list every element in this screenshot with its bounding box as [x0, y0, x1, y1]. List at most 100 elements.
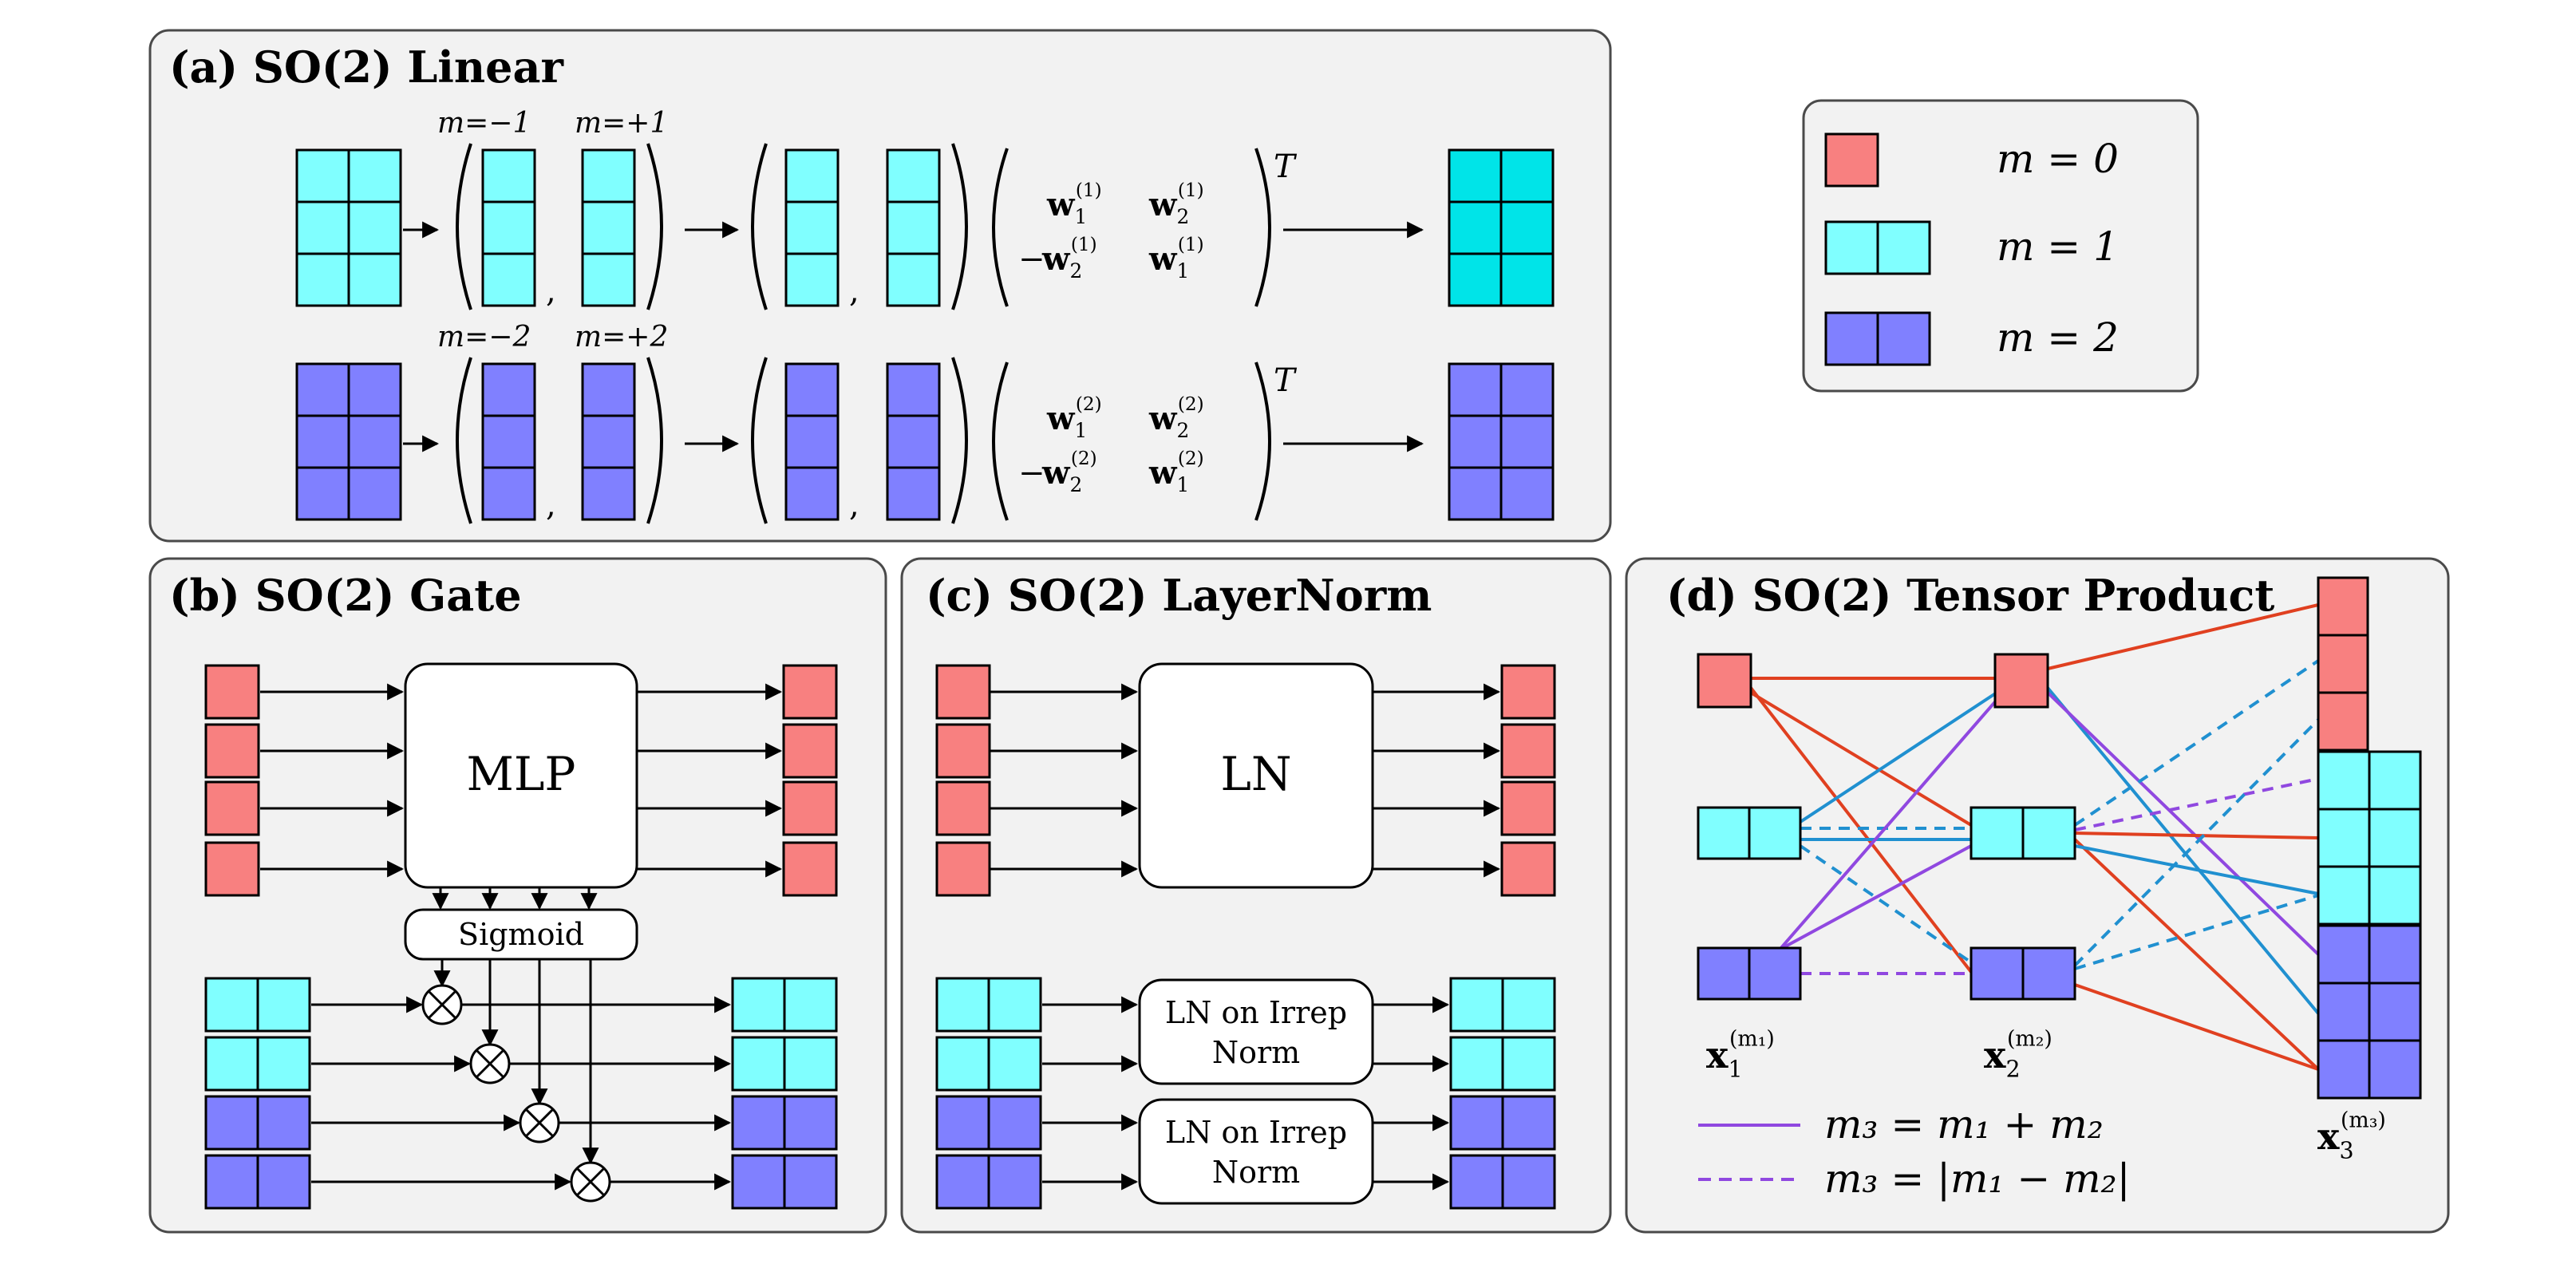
input-feature-block-cell: [347, 414, 402, 469]
w2-bottom-left-sup: (1): [1071, 234, 1097, 255]
scalar-input-2-cell: [204, 780, 260, 836]
irrep-input-2: [935, 1095, 1042, 1151]
output-feature-block-cell: [1448, 362, 1503, 417]
input-feature-block: [295, 362, 402, 521]
path-x2m2-x3m0: [2073, 718, 2320, 967]
x3-m1-cell: [2368, 808, 2422, 868]
left-parenthesis: [456, 143, 472, 310]
irrep-input-0-cell: [987, 977, 1042, 1033]
m-positive-column-cell: [581, 200, 636, 255]
irrep-output-2-cell: [783, 1095, 838, 1151]
right-parenthesis: [1254, 361, 1271, 521]
x3-m2-cell: [2368, 1039, 2422, 1100]
w2-bottom-left-sup: (2): [1071, 448, 1097, 469]
legend-item-2: m = 2: [1824, 311, 2119, 366]
right-parenthesis: [951, 357, 968, 524]
scalar-output-3-cell: [782, 841, 838, 897]
irrep-input-1-cell: [935, 1036, 990, 1092]
irrep-output-1: [731, 1036, 838, 1092]
irrep-input-0-cell: [256, 977, 311, 1033]
w1-top-left-sup: (2): [1076, 393, 1102, 415]
x3-m0-cell: [2317, 691, 2369, 752]
input-feature-block: [295, 148, 402, 307]
scalar-output-2-cell: [1500, 780, 1556, 836]
left-parenthesis: [992, 148, 1009, 307]
path-x2m1-x3m0: [2073, 659, 2320, 827]
w1-top-left: w1(2): [1046, 393, 1102, 442]
scalar-output-1-cell: [1500, 723, 1556, 779]
irrep-input-0-cell: [204, 977, 259, 1033]
path-x1m0-x2m1: [1749, 691, 1981, 831]
scalar-input-3-cell: [204, 841, 260, 897]
input-feature-block-cell: [347, 252, 402, 307]
rotated-m-negative-column-cell: [784, 362, 840, 417]
w1-top-left: w1(1): [1046, 180, 1102, 228]
scalar-output-3: [1500, 841, 1556, 897]
scalar-output-2: [782, 780, 838, 836]
irrep-output-1-cell: [1449, 1036, 1504, 1092]
x1-m1: [1697, 806, 1802, 860]
x1-m0-cell: [1697, 653, 1752, 709]
scalar-input-0: [204, 664, 260, 720]
legend-swatch: [1824, 220, 1931, 275]
legend-swatch: [1824, 311, 1931, 366]
irrep-output-2-cell: [731, 1095, 786, 1151]
irrep-output-1: [1449, 1036, 1556, 1092]
irrep-output-1-cell: [1501, 1036, 1556, 1092]
m-negative-column-cell: [481, 466, 536, 521]
w2-top-right-sup: (1): [1178, 180, 1204, 201]
scalar-input-0: [935, 664, 991, 720]
m-positive-column-cell: [581, 466, 636, 521]
irrep-input-3-cell: [256, 1154, 311, 1210]
m-positive-column-cell: [581, 414, 636, 469]
x3-label: x3(m₃): [2317, 1108, 2386, 1163]
legend-label: m = 2: [1997, 314, 2119, 361]
path-x2m1-x3m1-sum: [2074, 831, 2319, 839]
x3-m1: [2317, 750, 2422, 926]
x3-m1-cell: [2368, 750, 2422, 811]
input-feature-block-cell: [295, 148, 350, 203]
path-x1m2-x2m1: [1779, 844, 1972, 951]
negative-sign: −: [1018, 241, 1045, 278]
irrep-input-2-cell: [987, 1095, 1042, 1151]
mlp-label: MLP: [467, 747, 576, 801]
path-x1m2-x2m0: [1778, 691, 2005, 951]
panel-c-title: (c) SO(2) LayerNorm: [926, 570, 1432, 621]
w1-bottom-right-base: w: [1148, 240, 1178, 278]
w2-bottom-left-base: w: [1041, 454, 1071, 492]
w1-bottom-right-sup: (1): [1178, 234, 1204, 255]
panel-b-title: (b) SO(2) Gate: [169, 570, 522, 621]
scalar-input-3: [935, 841, 991, 897]
rotated-m-positive-column-cell: [886, 148, 941, 203]
x2-m1-cell: [1970, 806, 2025, 860]
scalar-output-1: [782, 723, 838, 779]
irrep-output-0-cell: [1449, 977, 1504, 1033]
left-parenthesis: [456, 357, 472, 524]
w2-top-right-base: w: [1148, 186, 1178, 223]
irrep-input-3: [935, 1154, 1042, 1210]
w2-bottom-left: w2(2): [1041, 448, 1097, 496]
irrep-input-1: [935, 1036, 1042, 1092]
w2-top-right: w2(2): [1148, 393, 1204, 442]
multiply-icon-stroke: [427, 989, 457, 1020]
rotated-m-positive-column-cell: [886, 466, 941, 521]
x1-label-base: x: [1706, 1033, 1729, 1076]
irrep-input-0: [935, 977, 1042, 1033]
m-positive-label: m=+1: [575, 107, 668, 140]
irrep-input-1: [204, 1036, 311, 1092]
transpose-label: T: [1274, 148, 1298, 185]
m-positive-column-cell: [581, 148, 636, 203]
output-feature-block-cell: [1448, 148, 1503, 203]
w1-top-left-sub: 1: [1074, 205, 1087, 228]
x3-m0-cell: [2317, 576, 2369, 637]
legend-swatch-cell: [1824, 311, 1879, 366]
irrep-input-3: [204, 1154, 311, 1210]
multiply-icon-stroke: [524, 1108, 555, 1138]
x2-m0: [1993, 653, 2049, 709]
ln-irrep-label-line2: Norm: [1212, 1155, 1300, 1190]
m-negative-column-cell: [481, 362, 536, 417]
m-negative-column-cell: [481, 148, 536, 203]
irrep-output-3-cell: [783, 1154, 838, 1210]
